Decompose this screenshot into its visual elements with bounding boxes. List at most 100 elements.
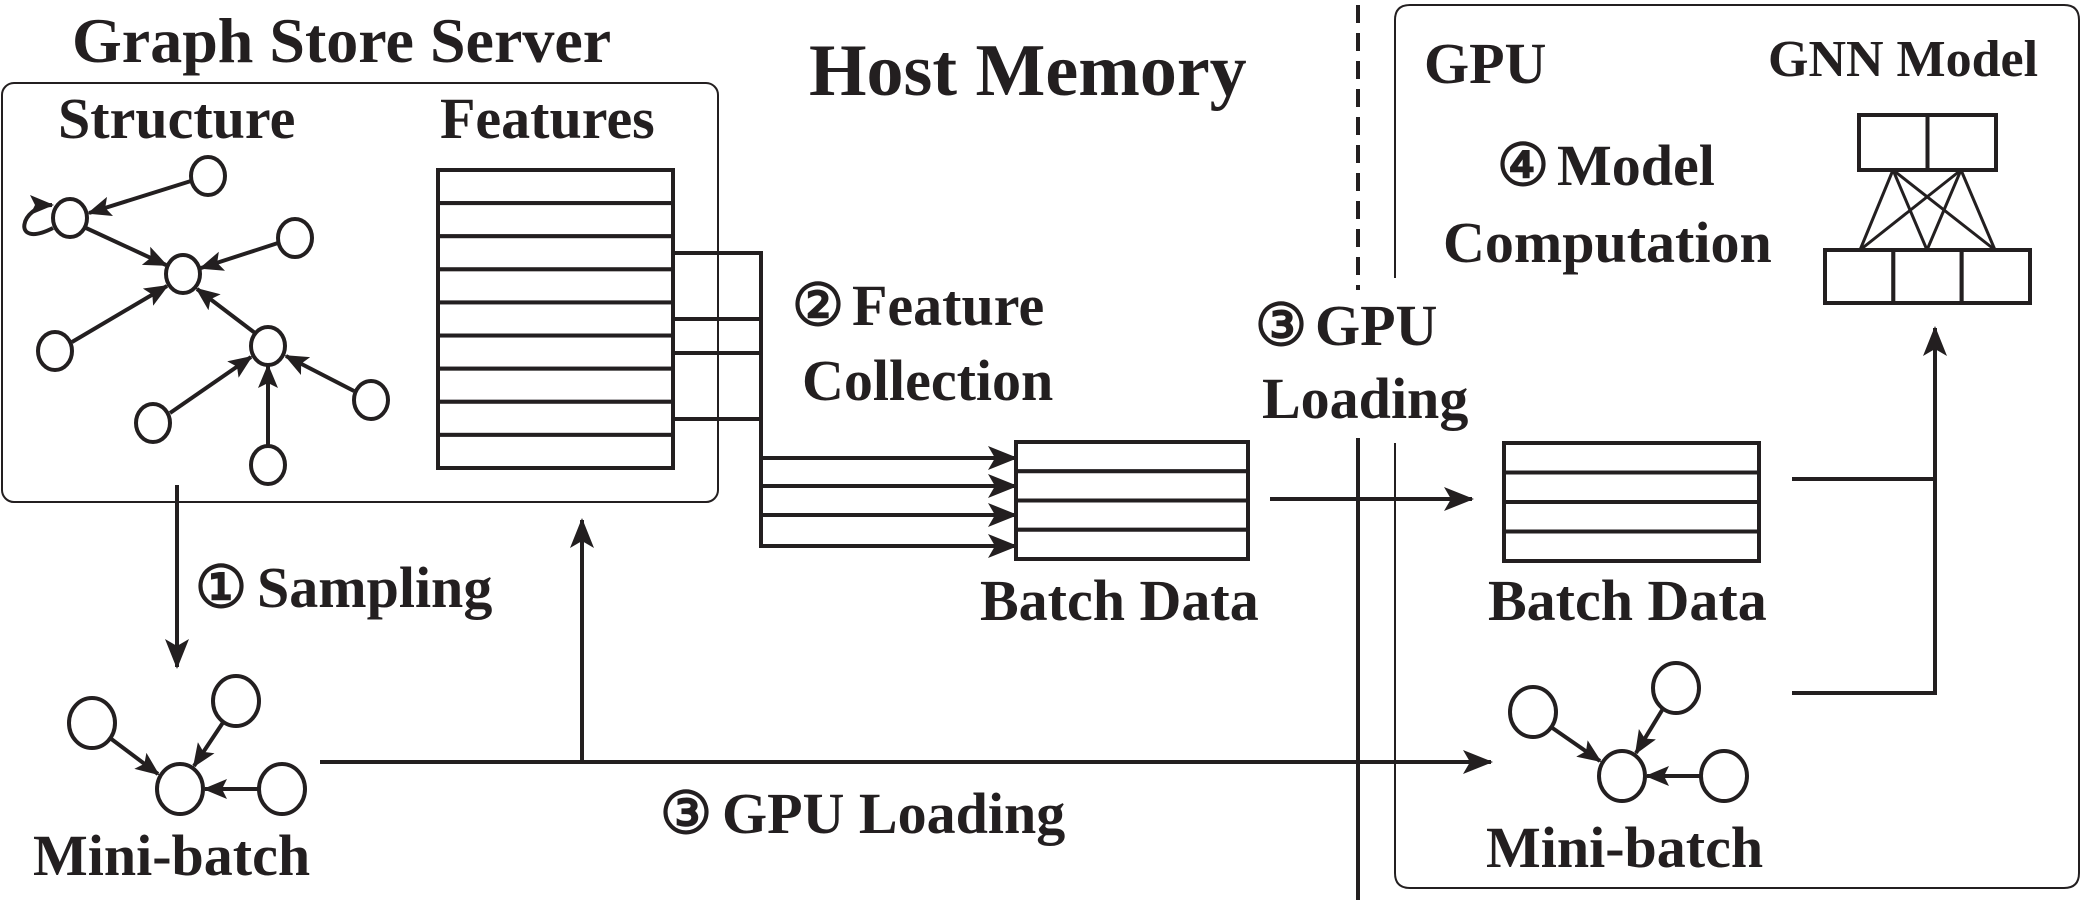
graph-node — [1597, 749, 1647, 803]
graph-edge — [192, 719, 226, 768]
graph-node — [352, 379, 390, 421]
graph-edge — [108, 736, 160, 776]
step-marker: ① — [195, 555, 247, 620]
gnn-connection — [1859, 168, 1962, 252]
graph-node — [1651, 661, 1701, 715]
graph-node — [164, 253, 202, 295]
feature-row — [436, 432, 675, 470]
batch-data-row — [1014, 440, 1250, 474]
batch-data-row — [1502, 500, 1761, 534]
features-label: Features — [440, 86, 655, 151]
graph-edge — [168, 355, 253, 415]
gnn-connection — [1925, 169, 1963, 251]
feature-row — [436, 333, 675, 371]
graph-edge — [70, 284, 169, 344]
graph-node — [211, 674, 261, 728]
gnn-connection — [1959, 169, 1997, 251]
graph-edge — [199, 241, 279, 271]
step-label-line1: Model — [1557, 133, 1715, 198]
feature-row — [436, 300, 675, 338]
gpu-batch-data-label: Batch Data — [1488, 568, 1767, 633]
structure-label: Structure — [58, 86, 295, 151]
gpu-title: GPU — [1424, 31, 1546, 96]
graph-edge — [284, 354, 355, 393]
graph-node — [249, 444, 287, 486]
feature-row — [436, 399, 675, 437]
batch-data-row — [1502, 441, 1761, 475]
feature-row — [436, 168, 675, 206]
step-marker: ② — [792, 273, 844, 338]
step-label-line2: Computation — [1443, 210, 1772, 275]
graph-node — [51, 197, 89, 239]
graph-edge — [85, 226, 168, 267]
gpu-batch-data-table — [1502, 441, 1761, 563]
graph-node — [1508, 685, 1558, 739]
step-label-line1: GPU — [1315, 293, 1437, 358]
gnn-input-neuron — [1891, 248, 1964, 305]
host-memory-title: Host Memory — [809, 30, 1247, 112]
feature-row — [436, 201, 675, 239]
step-marker: ③ — [660, 781, 712, 846]
batch-data-row — [1014, 469, 1250, 503]
host-batch-data-label: Batch Data — [980, 568, 1259, 633]
step-label-line2: Loading — [1262, 366, 1468, 431]
feature-row — [436, 267, 675, 305]
step-label-line1: Feature — [852, 273, 1044, 338]
graph-store-server-title: Graph Store Server — [72, 5, 611, 76]
batch-data-row — [1502, 470, 1761, 504]
graph-node — [189, 155, 227, 197]
gpu-minibatch-graph — [1508, 661, 1749, 803]
step-marker: ④ — [1497, 133, 1549, 198]
gpu-minibatch-label: Mini-batch — [1486, 815, 1763, 880]
feature-row — [436, 366, 675, 404]
graph-edge — [1634, 705, 1666, 755]
model-input-connectors — [1792, 326, 1947, 695]
batch-data-row — [1502, 529, 1761, 563]
gnn-connection — [1858, 169, 1895, 251]
graph-node — [36, 330, 74, 372]
host-minibatch-graph — [67, 674, 307, 816]
gnn-output-neuron — [1857, 113, 1930, 172]
self-loop-edge — [22, 195, 54, 236]
graph-store-server-box — [1, 82, 719, 503]
feature-collection-connectors — [673, 251, 1018, 558]
batch-data-row — [1014, 498, 1250, 532]
graph-node — [276, 217, 314, 259]
gnn-input-neuron — [1959, 248, 2032, 305]
label-backdrop — [1250, 290, 1490, 438]
feature-row — [436, 234, 675, 272]
graph-node — [249, 325, 287, 367]
graph-node — [134, 402, 172, 444]
host-batch-data-table — [1014, 440, 1250, 561]
graph-node — [1699, 749, 1749, 803]
graph-node — [67, 696, 117, 750]
graph-node — [155, 762, 205, 816]
host-minibatch-label: Mini-batch — [33, 823, 310, 888]
step-marker: ③ — [1255, 293, 1307, 358]
graph-node — [257, 762, 307, 816]
structure-graph — [22, 155, 390, 486]
gnn-output-neuron — [1925, 113, 1998, 172]
graph-edge — [1549, 725, 1602, 763]
step-label-line2: Collection — [802, 348, 1053, 413]
gnn-model — [1823, 113, 2032, 305]
step-label: GPU Loading — [722, 781, 1065, 846]
batch-data-row — [1014, 527, 1250, 561]
graph-edge — [87, 179, 192, 216]
gnn-model-label: GNN Model — [1768, 31, 2038, 88]
features-table — [436, 168, 675, 470]
graph-edge — [195, 287, 257, 335]
gnn-input-neuron — [1823, 248, 1896, 305]
step-label: Sampling — [257, 555, 492, 620]
